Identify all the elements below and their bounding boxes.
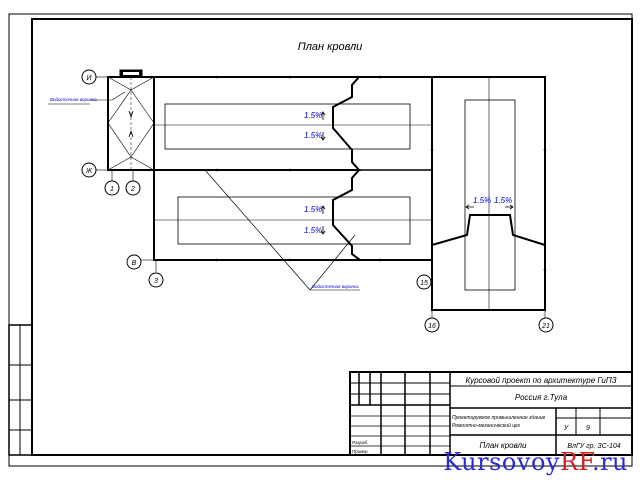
- upper-span: [154, 76, 433, 261]
- watermark: KursovoyRF.ru: [443, 448, 628, 476]
- slope-label: 1.5%: [304, 226, 322, 235]
- axis-labels: И Ж В 1 2 3 15 16 21: [85, 75, 550, 330]
- watermark-part: RF: [559, 448, 592, 476]
- axis-label: 15: [420, 280, 428, 287]
- sheet-code: ВлГУ гр. ЗС-104: [567, 443, 620, 450]
- stage-value: У: [563, 425, 570, 432]
- axis-label: 16: [428, 323, 436, 330]
- watermark-part: .ru: [591, 448, 628, 476]
- axis-label: И: [86, 75, 92, 82]
- object-line-1: Проектируемое промышленное здание: [452, 415, 546, 421]
- callout-left: Водосточная воронка: [48, 91, 126, 105]
- slope-labels: 1.5% 1.5% 1.5% 1.5% 1.5% 1.5%: [304, 111, 514, 235]
- axis-label: 3: [154, 278, 158, 285]
- drain-points: [215, 75, 547, 272]
- axis-label: 1: [110, 186, 114, 193]
- slope-label: 1.5%: [304, 111, 322, 120]
- drawing-title: План кровли: [298, 41, 363, 53]
- project-location: Россия г.Тула: [515, 393, 568, 402]
- axis-label: 2: [130, 186, 135, 193]
- axis-label: 21: [541, 323, 550, 330]
- callout-label: Водосточная воронка: [312, 284, 359, 289]
- left-bay: [107, 69, 155, 171]
- project-name: Курсовой проект по архитектуре ГиПЗ: [465, 376, 616, 385]
- sheet-inner-frame: [31, 18, 633, 456]
- slope-label: 1.5%: [304, 205, 322, 214]
- axis-label: Ж: [85, 168, 93, 175]
- watermark-part: Kursovoy: [443, 448, 560, 476]
- developer-label: Разраб.: [352, 440, 368, 445]
- slope-label: 1.5%: [473, 196, 491, 205]
- axis-label: В: [132, 260, 137, 267]
- object-line-2: Ремонтно-механический цех: [452, 422, 521, 429]
- slope-label: 1.5%: [494, 196, 512, 205]
- left-stamp-column: [8, 324, 33, 456]
- axis-markers: [81, 69, 554, 333]
- lower-span: [153, 170, 432, 261]
- title-block-text: Курсовой проект по архитектуре ГиПЗ Росс…: [352, 376, 621, 454]
- callout-bottom: Водосточная воронка: [204, 169, 360, 291]
- callout-label: Водосточная воронка: [50, 97, 97, 102]
- title-block: [349, 371, 633, 456]
- sheet-title: План кровли: [480, 441, 527, 450]
- checker-label: Провер.: [352, 449, 369, 454]
- right-span: [431, 76, 546, 311]
- slope-label: 1.5%: [304, 131, 322, 140]
- sheet-value: 9: [586, 425, 590, 432]
